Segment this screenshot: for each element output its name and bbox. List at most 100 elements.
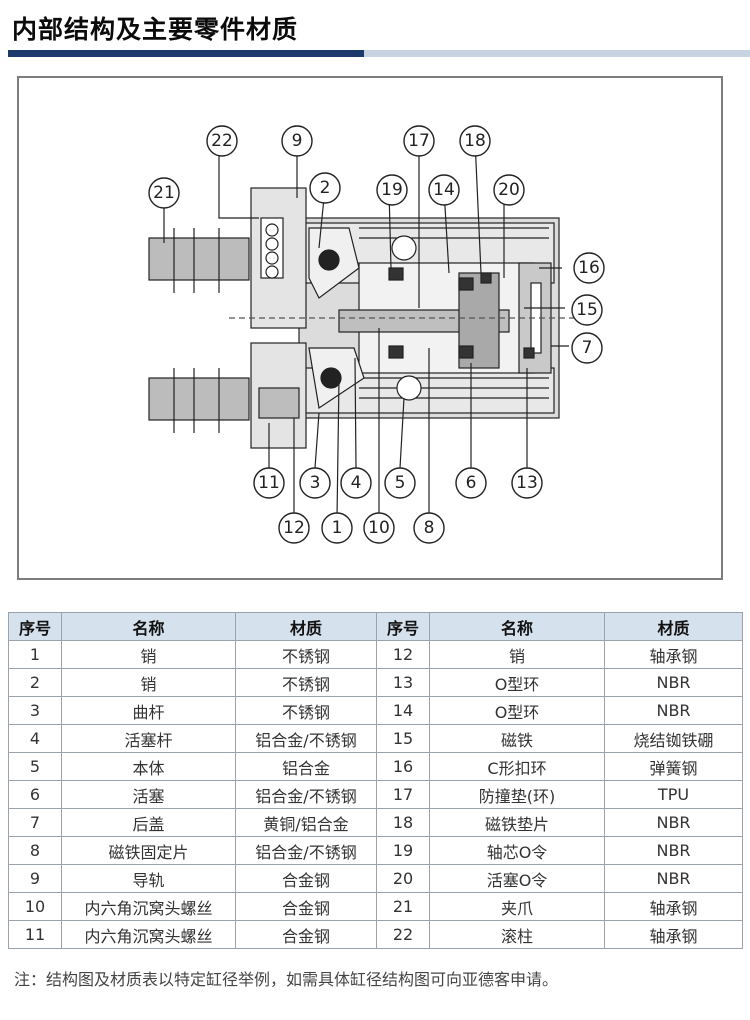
table-cell: 本体 [61, 752, 236, 781]
table-cell: 销 [61, 668, 236, 697]
table-cell: 销 [61, 640, 236, 669]
callout-14: 14 [433, 180, 455, 200]
callout-17: 17 [408, 131, 430, 151]
table-cell: 13 [376, 668, 430, 697]
table-cell: NBR [604, 668, 743, 697]
table-cell: 磁铁固定片 [61, 836, 236, 865]
table-cell: 14 [376, 696, 430, 725]
table-cell: 内六角沉窝头螺丝 [61, 920, 236, 949]
table-cell: 21 [376, 892, 430, 921]
table-cell: NBR [604, 696, 743, 725]
table-cell: 7 [8, 808, 62, 837]
table-cell: 磁铁 [429, 724, 605, 753]
table-cell: 销 [429, 640, 605, 669]
callout-18: 18 [464, 131, 486, 151]
callout-22-circle [206, 125, 238, 157]
structure-diagram: 21 22 9 2 19 17 14 18 20 16 15 7 11 3 4 … [17, 76, 723, 580]
callout-15-circle [571, 294, 603, 326]
callout-4-circle [340, 467, 372, 499]
callout-12-circle [278, 512, 310, 544]
table-cell: 活塞O令 [429, 864, 605, 893]
table-cell: 导轨 [61, 864, 236, 893]
table-cell: NBR [604, 836, 743, 865]
table-cell: 曲杆 [61, 696, 236, 725]
table-cell: 铝合金/不锈钢 [235, 836, 377, 865]
table-cell: 12 [376, 640, 430, 669]
callout-20: 20 [498, 180, 520, 200]
title-underline-dark [8, 50, 364, 57]
table-cell: 弹簧钢 [604, 752, 743, 781]
table-cell: NBR [604, 864, 743, 893]
table-cell: 4 [8, 724, 62, 753]
callout-3-circle [299, 467, 331, 499]
callout-18-circle [459, 125, 491, 157]
callout-6-circle [455, 467, 487, 499]
callout-19-circle [376, 174, 408, 206]
callout-9: 9 [292, 131, 303, 151]
table-cell: 10 [8, 892, 62, 921]
table-cell: 3 [8, 696, 62, 725]
table-cell: TPU [604, 780, 743, 809]
callout-5: 5 [395, 473, 406, 493]
table-cell: 5 [8, 752, 62, 781]
header-name: 名称 [61, 612, 236, 641]
callout-22: 22 [211, 131, 233, 151]
table-cell: 铝合金/不锈钢 [235, 724, 377, 753]
table-cell: 轴承钢 [604, 920, 743, 949]
header-name: 名称 [429, 612, 605, 641]
table-cell: O型环 [429, 696, 605, 725]
header-no: 序号 [376, 612, 430, 641]
table-header-row: 序号 名称 材质 序号 名称 材质 [8, 612, 743, 641]
callout-12: 12 [283, 518, 305, 538]
callout-7-circle [571, 332, 603, 364]
table-cell: 烧结铷铁硼 [604, 724, 743, 753]
footnote: 注：结构图及材质表以特定缸径举例，如需具体缸径结构图可向亚德客申请。 [14, 970, 559, 989]
callout-21: 21 [153, 183, 175, 203]
callout-17-circle [403, 125, 435, 157]
table-cell: 滚柱 [429, 920, 605, 949]
table-cell: 9 [8, 864, 62, 893]
table-cell: 11 [8, 920, 62, 949]
callout-13: 13 [516, 473, 538, 493]
gripper-cross-section: 21 22 9 2 19 17 14 18 20 16 15 7 11 3 4 … [148, 125, 605, 544]
table-cell: 防撞垫(环) [429, 780, 605, 809]
callout-16: 16 [578, 258, 600, 278]
table-cell: 15 [376, 724, 430, 753]
table-cell: 不锈钢 [235, 640, 377, 669]
callout-10-circle [363, 512, 395, 544]
callout-3: 3 [310, 473, 321, 493]
callout-14-circle [428, 174, 460, 206]
table-cell: 磁铁垫片 [429, 808, 605, 837]
table-cell: 铝合金/不锈钢 [235, 780, 377, 809]
table-cell: 轴承钢 [604, 892, 743, 921]
callout-2: 2 [320, 178, 331, 198]
callout-10: 10 [368, 518, 390, 538]
table-cell: 合金钢 [235, 920, 377, 949]
callout-21-circle [148, 177, 180, 209]
table-cell: 黄铜/铝合金 [235, 808, 377, 837]
table-cell: 22 [376, 920, 430, 949]
table-cell: O型环 [429, 668, 605, 697]
callout-16-circle [573, 252, 605, 284]
table-cell: 内六角沉窝头螺丝 [61, 892, 236, 921]
table-cell: 18 [376, 808, 430, 837]
table-cell: 20 [376, 864, 430, 893]
table-cell: 6 [8, 780, 62, 809]
table-cell: 合金钢 [235, 892, 377, 921]
callout-19: 19 [381, 180, 403, 200]
table-cell: 8 [8, 836, 62, 865]
callout-6: 6 [466, 473, 477, 493]
header-material: 材质 [235, 612, 377, 641]
callout-1: 1 [332, 518, 343, 538]
section-header: 内部结构及主要零件材质 [0, 0, 750, 60]
table-cell: 合金钢 [235, 864, 377, 893]
